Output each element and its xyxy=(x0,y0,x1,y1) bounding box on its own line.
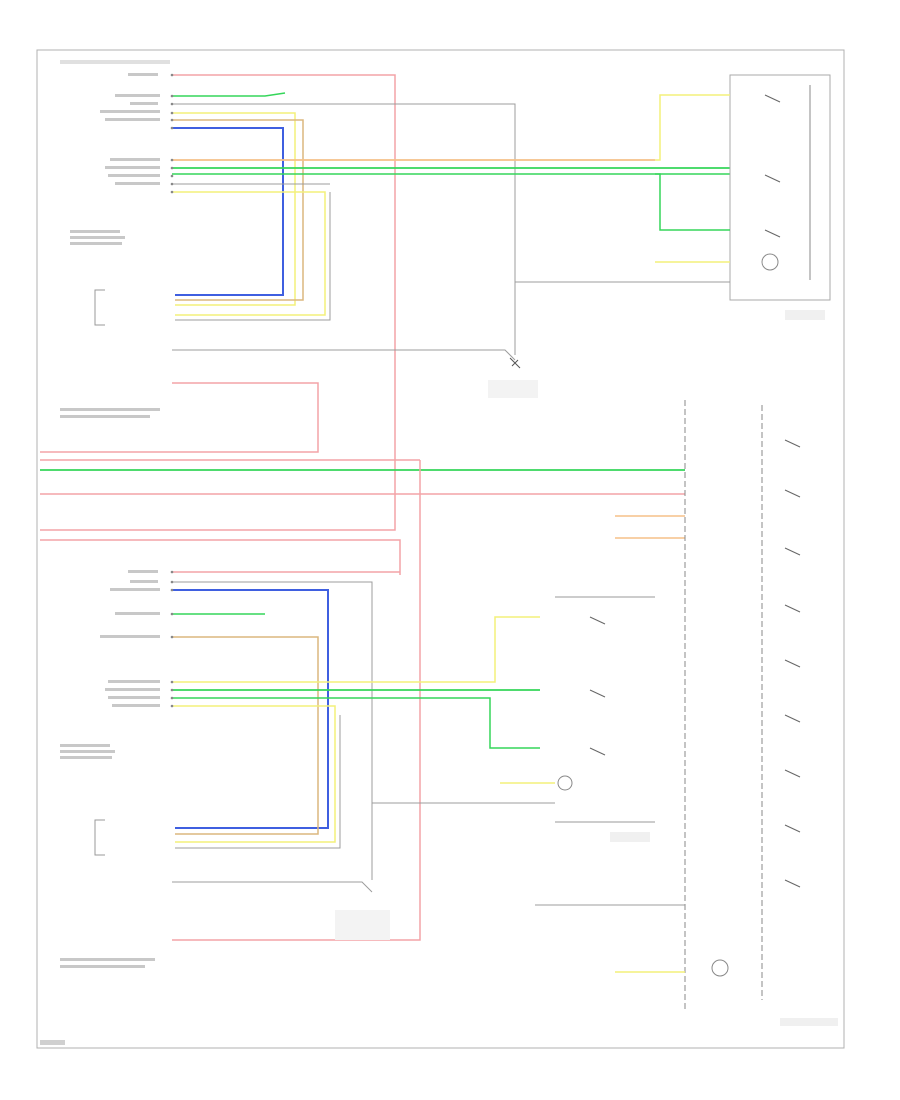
wire-gray-bottom xyxy=(172,581,373,880)
top-module-label-marks xyxy=(70,73,160,245)
wire-gray-top xyxy=(172,103,516,355)
frame-header-strip xyxy=(60,60,170,64)
wire-green-bottom-b xyxy=(172,697,540,749)
right-switch-name xyxy=(785,310,825,320)
selector-switch-name xyxy=(780,1018,838,1026)
position-sensor-bracket xyxy=(94,289,105,326)
top-module-pins xyxy=(170,73,174,194)
wire-green-switch-b xyxy=(655,173,730,231)
wire-tan-bottom xyxy=(172,636,319,835)
wire-ground-top xyxy=(172,349,516,361)
wire-red-battery-top xyxy=(40,74,396,531)
selector-switch xyxy=(535,400,838,1026)
footer-code xyxy=(40,1040,65,1045)
wire-green-top-a xyxy=(172,92,286,97)
right-switch-contacts xyxy=(764,94,781,238)
wire-yellow-bottom-a xyxy=(172,616,540,683)
bus-wires xyxy=(40,459,685,941)
wire-blue-bottom xyxy=(172,589,329,829)
bus-wire-red-4 xyxy=(172,460,421,941)
lamp-icon xyxy=(761,253,779,271)
bottom-module-label-marks xyxy=(60,570,160,759)
diagram-frame xyxy=(36,49,845,1049)
right-switch-box xyxy=(729,74,831,301)
left-switch-name xyxy=(610,832,650,842)
wire-tan-top xyxy=(172,119,304,301)
wire-yellow-switch-a xyxy=(655,94,730,161)
ground-point-top-icon xyxy=(509,357,521,369)
ground-point-bottom-label xyxy=(335,910,390,940)
wire-gray-sensor xyxy=(175,192,331,321)
bus-wire-red-3 xyxy=(40,539,401,575)
bottom-control-module xyxy=(60,570,540,968)
selector-lamp-icon xyxy=(711,959,729,977)
right-rear-switch xyxy=(515,74,831,320)
wire-red-battery-mid xyxy=(40,382,319,453)
bottom-sensor-bracket xyxy=(94,819,105,856)
wire-yellow-top xyxy=(172,112,296,306)
wire-ground-bottom xyxy=(172,881,373,893)
wire-gray-bottom-sensor xyxy=(175,715,341,849)
battery-block xyxy=(40,382,319,453)
top-control-module xyxy=(40,73,730,531)
wire-blue-top xyxy=(172,127,284,296)
wire-yellow-bottom-b xyxy=(172,705,336,843)
left-rear-switch xyxy=(372,596,655,842)
wire-yellow-mid xyxy=(172,191,326,316)
left-lamp-icon xyxy=(557,775,573,791)
ground-point-top-label xyxy=(488,380,538,398)
bottom-module-pins xyxy=(170,570,174,708)
